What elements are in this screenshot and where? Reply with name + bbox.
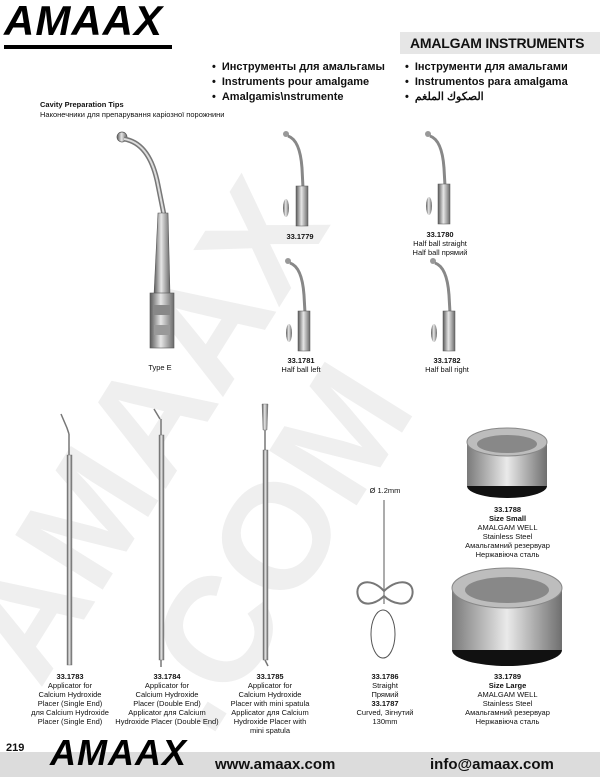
applicator-33-1785-image [261, 403, 269, 667]
page-number: 219 [6, 742, 25, 754]
language-item: Amalgamis\nstrumente [212, 90, 385, 105]
footer-brand-logo: AMAAX [50, 732, 187, 773]
applicator-33-1784-label: 33.1784 Applicator for Calcium Hydroxide… [115, 672, 219, 726]
brand-logo: AMAAX [4, 0, 163, 44]
amalgam-well-small-image [466, 427, 548, 498]
page-title: AMALGAM INSTRUMENTS [410, 35, 585, 51]
tip-33-1782-image [430, 258, 456, 352]
applicator-33-1784-image [153, 408, 165, 667]
language-item: Instrumentos para amalgama [405, 75, 568, 90]
tip-33-1782-label: 33.1782 Half ball right [425, 356, 469, 374]
applicator-33-1783-image [60, 413, 73, 666]
tip-33-1781-image [285, 258, 311, 352]
tip-33-1780-label: 33.1780 Half ball straight Half ball пря… [412, 230, 468, 257]
language-item: الصكوك الملغم [405, 90, 568, 105]
tip-33-1779-code: 33.1779 [286, 232, 314, 241]
amalgam-well-small-label: 33.1788 Size Small AMALGAM WELL Stainles… [465, 505, 550, 559]
amalgam-well-large-image [451, 567, 563, 666]
section-subtitle: Наконечники для препарування каріозної п… [40, 110, 225, 119]
tip-33-1780-image [425, 131, 451, 225]
tip-33-1779-image [283, 131, 309, 227]
tip-33-1781-label: 33.1781 Half ball left [281, 356, 321, 374]
diameter-label: Ø 1.2mm [369, 486, 401, 495]
language-item: Інструменти для амальгами [405, 60, 568, 75]
applicator-33-1783-label: 33.1783 Applicator for Calcium Hydroxide… [31, 672, 109, 726]
wire-instrument-33-1786-image [356, 500, 414, 659]
language-item: Instruments pour amalgame [212, 75, 385, 90]
section-title: Cavity Preparation Tips [40, 100, 124, 109]
language-list-left: Инструменты для амальгамы Instruments po… [212, 60, 385, 105]
type-e-tip-image [116, 131, 175, 349]
language-item: Инструменты для амальгамы [212, 60, 385, 75]
language-list-right: Інструменти для амальгами Instrumentos p… [405, 60, 568, 105]
wire-instrument-label: 33.1786 Straight Прямий 33.1787 Curved, … [356, 672, 414, 726]
footer-bar [0, 752, 600, 777]
email-link[interactable]: info@amaax.com [430, 756, 554, 773]
title-bar [400, 32, 600, 54]
type-e-label: Type E [148, 363, 172, 372]
amalgam-well-large-label: 33.1789 Size Large AMALGAM WELL Stainles… [465, 672, 550, 726]
website-link[interactable]: www.amaax.com [215, 756, 336, 773]
logo-underline [4, 45, 172, 49]
applicator-33-1785-label: 33.1785 Applicator for Calcium Hydroxide… [230, 672, 310, 735]
